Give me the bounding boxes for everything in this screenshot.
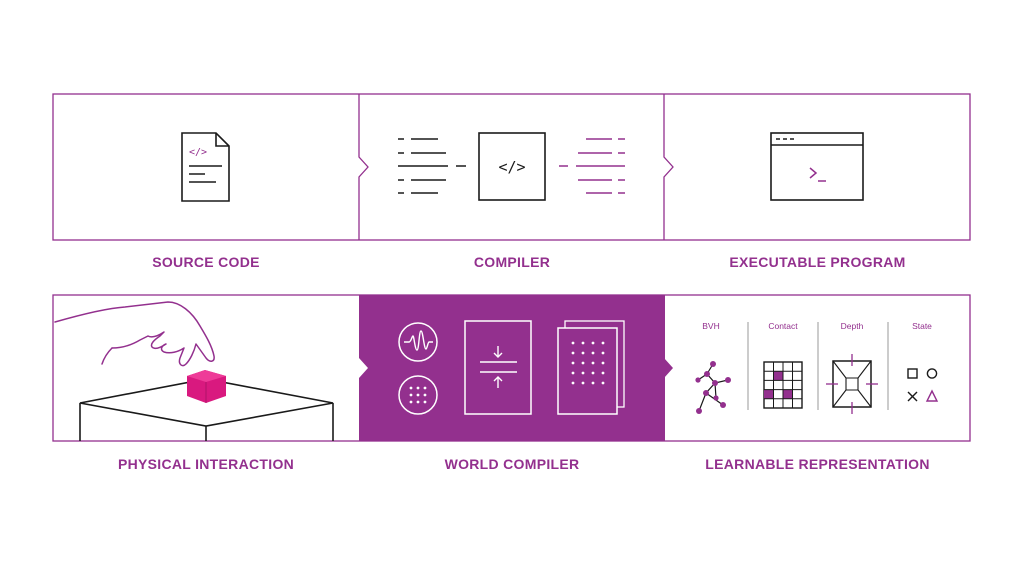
row2-chevron-out xyxy=(664,358,673,378)
world-compiler-panel xyxy=(359,295,665,441)
contact-grid-icon xyxy=(763,361,803,409)
representation-label-depth: Depth xyxy=(840,321,864,331)
row2-chevron-in xyxy=(359,358,368,378)
source-file-icon: </> xyxy=(181,132,230,202)
stage-label-compiler: COMPILER xyxy=(473,254,551,270)
stage-label-executable-program: EXECUTABLE PROGRAM xyxy=(729,254,906,270)
representation-icons xyxy=(695,322,939,414)
stage-label-physical-interaction: PHYSICAL INTERACTION xyxy=(117,456,295,472)
bvh-tree-icon xyxy=(695,361,731,414)
representation-label-bvh: BVH xyxy=(702,321,720,331)
stage-label-learnable-representation: LEARNABLE REPRESENTATION xyxy=(705,456,930,472)
representation-label-contact: Contact xyxy=(768,321,798,331)
stage-label-source-code: SOURCE CODE xyxy=(152,254,260,270)
waveform-circle-icon xyxy=(398,322,438,362)
compiler-code-icon: </> xyxy=(398,132,625,201)
row1-divider-chevron-2 xyxy=(663,94,674,240)
stage-label-world-compiler: WORLD COMPILER xyxy=(444,456,580,472)
dot-grid-page-icon xyxy=(557,327,618,415)
dots-circle-icon xyxy=(398,375,438,415)
hand-picking-cube-icon xyxy=(54,301,334,441)
world-compiler-icon xyxy=(398,320,625,415)
svg-text:</>: </> xyxy=(189,147,207,158)
terminal-window-icon xyxy=(770,132,864,201)
row1-frame xyxy=(52,93,971,241)
row2-frame xyxy=(52,294,971,442)
compress-page-icon xyxy=(464,320,532,415)
row1-divider-chevron-1 xyxy=(358,94,369,240)
svg-text:</>: </> xyxy=(498,158,525,176)
depth-icon xyxy=(826,354,878,414)
representation-label-state: State xyxy=(912,321,932,331)
state-symbols-icon xyxy=(907,368,939,402)
